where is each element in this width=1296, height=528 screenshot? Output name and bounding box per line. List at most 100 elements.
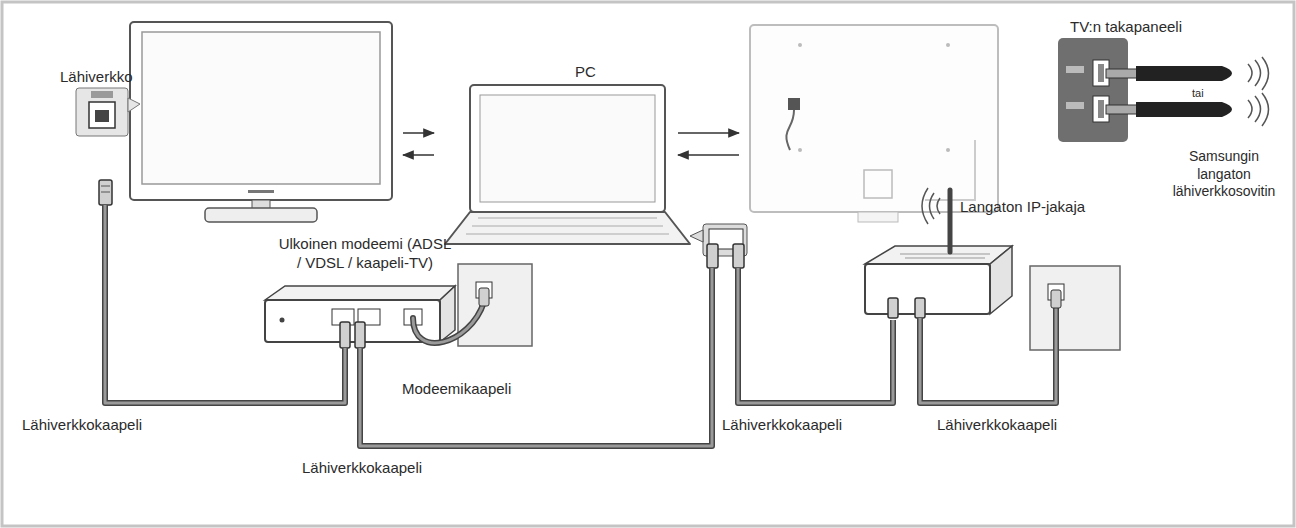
tv-front-illustration-part — [205, 208, 317, 222]
laptop-illustration-part — [445, 212, 690, 244]
wireless-adapter — [1106, 57, 1269, 126]
laptop-illustration-part — [480, 95, 655, 202]
tv-back-illustration-part — [798, 148, 802, 152]
back-panel-inset-part — [1066, 66, 1084, 73]
tv-front-illustration-part — [142, 32, 380, 184]
router-illustration-part — [900, 254, 990, 258]
tv-front-illustration-part — [130, 22, 392, 200]
pc-lan-port-callout-part — [707, 244, 718, 268]
modem-illustration-part — [355, 322, 365, 348]
lan-cable — [105, 205, 345, 403]
laptop-pc: PC — [440, 58, 670, 250]
tv-back-illustration-part — [788, 98, 800, 110]
wireless-adapter-part — [1106, 69, 1138, 78]
wall-socket-part — [1030, 266, 1120, 350]
router-illustration-part — [865, 264, 990, 314]
wall-socket-part — [479, 288, 489, 306]
wireless-router: Langaton IP-jakaja — [855, 195, 1120, 320]
tv-back-illustration — [750, 25, 998, 222]
lan-cable — [738, 268, 893, 403]
back-panel-inset-part — [1058, 38, 1128, 142]
tv-back-illustration-part — [858, 212, 898, 222]
back-panel-inset-part — [1098, 64, 1104, 82]
arrow-line — [678, 154, 739, 156]
lan-cable — [360, 268, 712, 446]
device-label: PC — [575, 63, 596, 82]
router-label: Langaton IP-jakaja — [960, 198, 1085, 217]
wall-socket — [413, 264, 532, 346]
lan-port-callout-part — [95, 110, 109, 122]
arrow-line — [678, 132, 739, 134]
router-illustration-part — [922, 188, 940, 224]
modem-illustration-part — [340, 322, 350, 348]
tv-back-illustration-part — [864, 170, 892, 198]
arrow-line — [403, 154, 434, 156]
cable-core — [738, 268, 893, 403]
wireless-adapter-part — [1248, 57, 1269, 90]
cable-label: Lähiverkkokaapeli — [300, 459, 424, 478]
lan-port-callout-part — [101, 186, 110, 192]
data-exchange-arrow — [403, 133, 434, 155]
tv-back-panel: TV:n takapaneeli taiSamsungin langaton lä… — [745, 15, 1290, 255]
lan-port-callout-part — [76, 88, 128, 136]
cable-outline — [105, 205, 345, 403]
back-panel-inset-part — [1066, 102, 1084, 109]
wall-socket-part — [413, 302, 484, 343]
modem-illustration-part — [440, 286, 455, 342]
wall-socket-part — [413, 302, 484, 343]
arrow-line — [403, 132, 434, 134]
laptop-illustration — [445, 85, 690, 244]
modem-illustration-part — [265, 286, 455, 300]
laptop-illustration-part — [470, 85, 665, 212]
pc-lan-port-callout — [690, 224, 747, 268]
wall-socket — [920, 266, 1120, 403]
cable-outline — [360, 268, 712, 446]
wall-socket-part — [1051, 290, 1061, 308]
panel-heading: TV:n takapaneeli — [1070, 18, 1182, 37]
or-label: tai — [1192, 87, 1204, 101]
tv-back-illustration-part — [946, 43, 950, 47]
adapter-label: Samsungin langaton lähiverkkosovitin — [1161, 148, 1287, 201]
router-illustration-part — [888, 298, 898, 318]
wireless-adapter-part — [1106, 105, 1138, 114]
tv-back-illustration-part — [946, 148, 950, 152]
pc-lan-port-callout-part — [733, 244, 744, 268]
wall-socket-part — [920, 304, 1056, 403]
tv-front-illustration-part — [248, 190, 274, 193]
back-panel-inset — [1058, 38, 1128, 142]
cable-label: Modeemikaapeli — [400, 380, 513, 399]
back-panel-inset-part — [1098, 100, 1104, 118]
pc-lan-port-callout-part — [690, 230, 703, 242]
tv-back-illustration-part — [750, 25, 998, 212]
wireless-adapter-part — [1136, 66, 1232, 81]
cable-label: Lähiverkkokaapeli — [720, 416, 844, 435]
modem-illustration-part — [280, 318, 285, 323]
cable-core — [105, 205, 345, 403]
tv-back-illustration-part — [786, 110, 794, 150]
tv-back-illustration-part — [798, 43, 802, 47]
tv-front-illustration — [130, 22, 392, 222]
wireless-adapter-part — [1136, 102, 1232, 117]
cable-outline — [738, 268, 893, 403]
cable-label: Lähiverkkokaapeli — [935, 416, 1059, 435]
tv-front: Lähiverkko — [55, 15, 395, 205]
cable-label: Lähiverkkokaapeli — [20, 416, 144, 435]
router-illustration-part — [990, 246, 1012, 314]
port-label: Lähiverkko — [60, 68, 133, 87]
lan-port-callout-part — [128, 98, 140, 112]
lan-port-callout-part — [99, 180, 112, 205]
modem: Ulkoinen modeemi (ADSL / VDSL / kaapeli-… — [255, 233, 477, 348]
router-illustration-part — [865, 246, 1012, 264]
lan-port-callout-part — [89, 102, 115, 128]
router-illustration-part — [915, 298, 925, 318]
wall-socket-part — [458, 264, 532, 346]
lan-port-callout — [76, 88, 140, 205]
router-illustration-part — [948, 190, 953, 252]
laptop-illustration-part — [466, 218, 669, 234]
data-exchange-arrow — [678, 133, 739, 155]
modem-label: Ulkoinen modeemi (ADSL / VDSL / kaapeli-… — [255, 235, 475, 273]
wireless-adapter-part — [1248, 93, 1269, 126]
lan-port-callout-part — [91, 91, 113, 98]
